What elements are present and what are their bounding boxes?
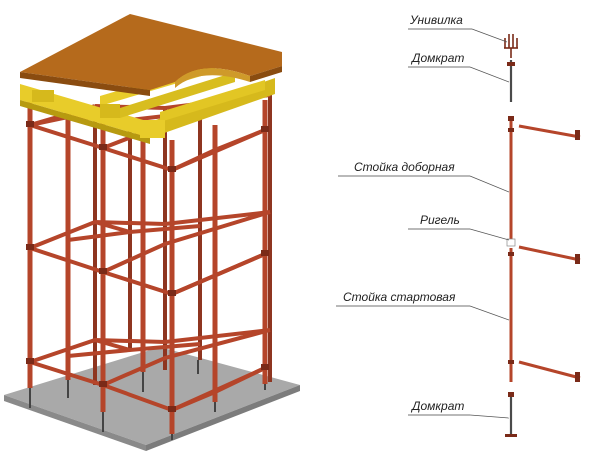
deck-panel (20, 14, 282, 96)
label-jack-top: Домкрат (410, 51, 464, 65)
top-jack-part (507, 60, 515, 102)
base-plate (4, 347, 300, 445)
front-posts (27, 100, 268, 434)
post-collars (26, 121, 269, 412)
label-jack-bottom: Домкрат (410, 399, 464, 413)
base-plate-edge (4, 395, 146, 451)
component-column: Унивилка Домкрат Стойка доборная Ригель … (336, 13, 581, 437)
fork-head-part (504, 34, 518, 58)
ledger-part (506, 238, 581, 264)
label-ledger: Ригель (420, 213, 460, 227)
start-post-part (508, 248, 581, 382)
scaffold-tower (4, 14, 300, 451)
label-start-post: Стойка стартовая (343, 290, 456, 304)
extension-post-part (508, 116, 581, 240)
bottom-jack-part (505, 392, 517, 437)
label-extension-post: Стойка доборная (354, 160, 455, 174)
base-plate-edge-right (146, 385, 300, 451)
label-fork-head: Унивилка (409, 13, 463, 27)
